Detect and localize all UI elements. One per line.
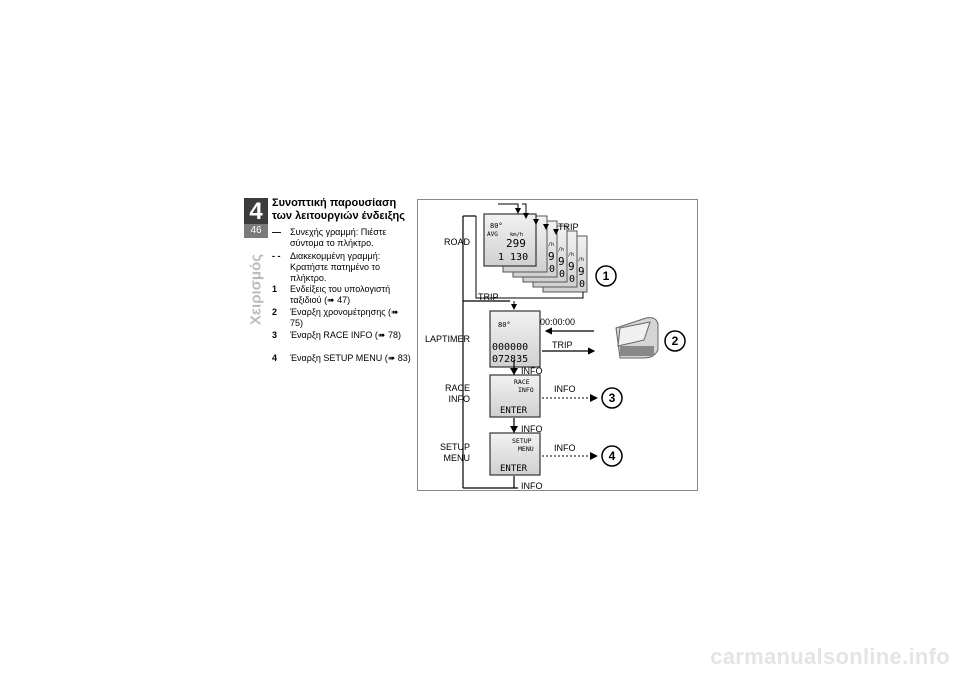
- stack-unit: /h: [578, 257, 584, 263]
- page-number: 46: [244, 224, 268, 238]
- race-label-2: INFO: [449, 394, 471, 404]
- setup-line2: MENU: [518, 445, 534, 453]
- setup-label-1: SETUP: [440, 442, 470, 452]
- stack-unit: /h: [558, 247, 564, 253]
- legend-key: —: [272, 227, 281, 237]
- callout-1-label: 1: [603, 269, 610, 283]
- legend-key: 3: [272, 330, 278, 340]
- callout-4: [601, 445, 623, 467]
- road-unit: km/h: [510, 232, 523, 238]
- info-label-2: INFO: [554, 384, 576, 394]
- road-display-stack: 80° AVG km/h 299 1 130 /h 9 0 /h 9 0 /h …: [483, 213, 588, 293]
- callout-1: [595, 265, 617, 287]
- stack-zero: 0: [559, 269, 565, 280]
- legend-key: - -: [272, 251, 281, 261]
- legend-item: - - Διακεκομμένη γραμμή: Κρατήστε πατημέ…: [272, 251, 412, 284]
- diagram-svg: 80° AVG km/h 299 1 130 /h 9 0 /h 9 0 /h …: [425, 203, 686, 491]
- race-label-1: RACE: [445, 383, 470, 393]
- callout-2: [664, 330, 686, 352]
- stack-zero: 0: [569, 274, 575, 285]
- stack-unit: /h: [548, 242, 554, 248]
- legend-text: Έναρξη SETUP MENU (➠ 83): [290, 353, 411, 363]
- legend-text: Διακεκομμένη γραμμή: Κρατήστε πατημένο τ…: [290, 251, 381, 283]
- legend-item: 2 Έναρξη χρονομέτρησης (➠ 75): [272, 307, 412, 329]
- laptimer-display: 80° 000000 072835: [489, 310, 541, 368]
- legend-item: 1 Ενδείξεις του υπολογιστή ταξιδιού (➠ 4…: [272, 284, 412, 306]
- stack-value: 9: [578, 265, 585, 278]
- trip-bottom-label: TRIP: [478, 292, 499, 302]
- setup-label-2: MENU: [444, 453, 471, 463]
- stack-unit: /h: [568, 252, 574, 258]
- legend-text: Έναρξη RACE INFO (➠ 78): [290, 330, 401, 340]
- setup-line1: SETUP: [512, 437, 532, 445]
- legend-text: Ενδείξεις του υπολογιστή ταξιδιού (➠ 47): [290, 284, 391, 305]
- stack-value: 9: [558, 255, 565, 268]
- stack-value: 9: [548, 250, 555, 263]
- setup-menu-display: SETUP MENU ENTER: [489, 432, 541, 476]
- info-label-5: INFO: [521, 481, 543, 491]
- callout-2-label: 2: [672, 334, 679, 348]
- info-label-1: INFO: [521, 366, 543, 376]
- stack-zero: 0: [579, 279, 585, 290]
- trip-top-label: TRIP: [558, 222, 579, 232]
- legend-key: 1: [272, 284, 278, 294]
- info-label-3: INFO: [521, 424, 543, 434]
- legend-key: 2: [272, 307, 278, 317]
- laptimer-line2: 072835: [492, 354, 528, 365]
- road-label: ROAD: [444, 237, 471, 247]
- trip-right-label: TRIP: [552, 340, 573, 350]
- road-value1: 299: [506, 237, 526, 250]
- handlebar-button-icon: [615, 317, 659, 359]
- race-line2: INFO: [518, 386, 534, 394]
- race-line1: RACE: [514, 378, 530, 386]
- stack-value: 9: [568, 260, 575, 273]
- road-avg: AVG: [487, 231, 498, 238]
- road-temp: 80°: [490, 222, 503, 230]
- race-action: ENTER: [500, 406, 528, 416]
- legend-text: Έναρξη χρονομέτρησης (➠ 75): [290, 307, 399, 328]
- section-name: Χειρισμός: [247, 253, 265, 326]
- stack-zero: 0: [549, 264, 555, 275]
- laptimer-temp: 80°: [498, 321, 511, 329]
- road-value2: 1 130: [498, 252, 528, 263]
- legend-item: 3 Έναρξη RACE INFO (➠ 78): [272, 330, 412, 341]
- page-title: Συνοπτική παρουσίαση των λειτουργιών ένδ…: [272, 197, 405, 222]
- setup-action: ENTER: [500, 464, 528, 474]
- chapter-number: 4: [249, 198, 263, 225]
- callout-3: [601, 387, 623, 409]
- watermark: carmanualsonline.info: [710, 644, 950, 669]
- display-functions-diagram: 80° AVG km/h 299 1 130 /h 9 0 /h 9 0 /h …: [417, 199, 698, 491]
- laptimer-label: LAPTIMER: [425, 334, 471, 344]
- callout-4-label: 4: [609, 449, 616, 463]
- timer-label: 00:00:00: [540, 317, 575, 327]
- legend-item: — Συνεχής γραμμή: Πιέστε σύντομα το πλήκ…: [272, 227, 412, 249]
- legend-item: 4 Έναρξη SETUP MENU (➠ 83): [272, 353, 412, 364]
- info-label-4: INFO: [554, 443, 576, 453]
- legend-text: Συνεχής γραμμή: Πιέστε σύντομα το πλήκτρ…: [290, 227, 387, 248]
- legend-key: 4: [272, 353, 278, 363]
- race-info-display: RACE INFO ENTER: [489, 374, 541, 418]
- road-display: [483, 213, 537, 267]
- laptimer-line1: 000000: [492, 342, 528, 353]
- callout-3-label: 3: [609, 391, 616, 405]
